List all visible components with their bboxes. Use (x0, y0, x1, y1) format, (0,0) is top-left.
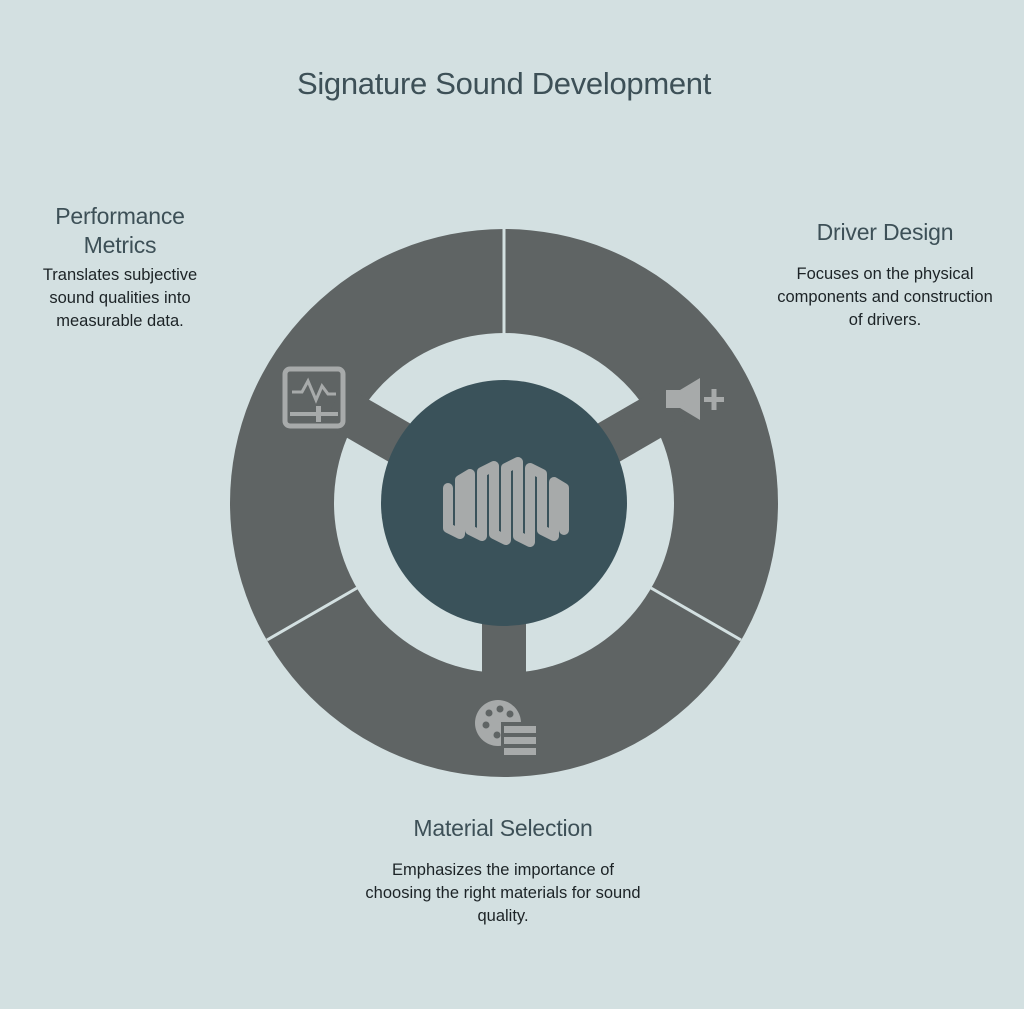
material-selection-description: Emphasizes the importance of choosing th… (365, 861, 641, 925)
performance-metrics-block: Performance Metrics Translates subjectiv… (20, 202, 220, 333)
material-palette-icon (475, 700, 539, 760)
sound-wave-icon (443, 457, 569, 547)
performance-metrics-heading: Performance Metrics (55, 203, 185, 258)
driver-design-block: Driver Design Focuses on the physical co… (772, 218, 998, 332)
speaker-plus-icon (666, 378, 724, 420)
monitor-waveform-icon (282, 366, 346, 429)
material-selection-block: Material Selection Emphasizes the import… (364, 814, 642, 928)
page-title: Signature Sound Development (296, 66, 712, 101)
driver-design-description: Focuses on the physical components and c… (777, 265, 993, 329)
material-selection-heading: Material Selection (413, 815, 593, 841)
driver-design-heading: Driver Design (816, 219, 954, 245)
segment-dividers (266, 229, 742, 642)
performance-metrics-description: Translates subjective sound qualities in… (42, 266, 198, 330)
